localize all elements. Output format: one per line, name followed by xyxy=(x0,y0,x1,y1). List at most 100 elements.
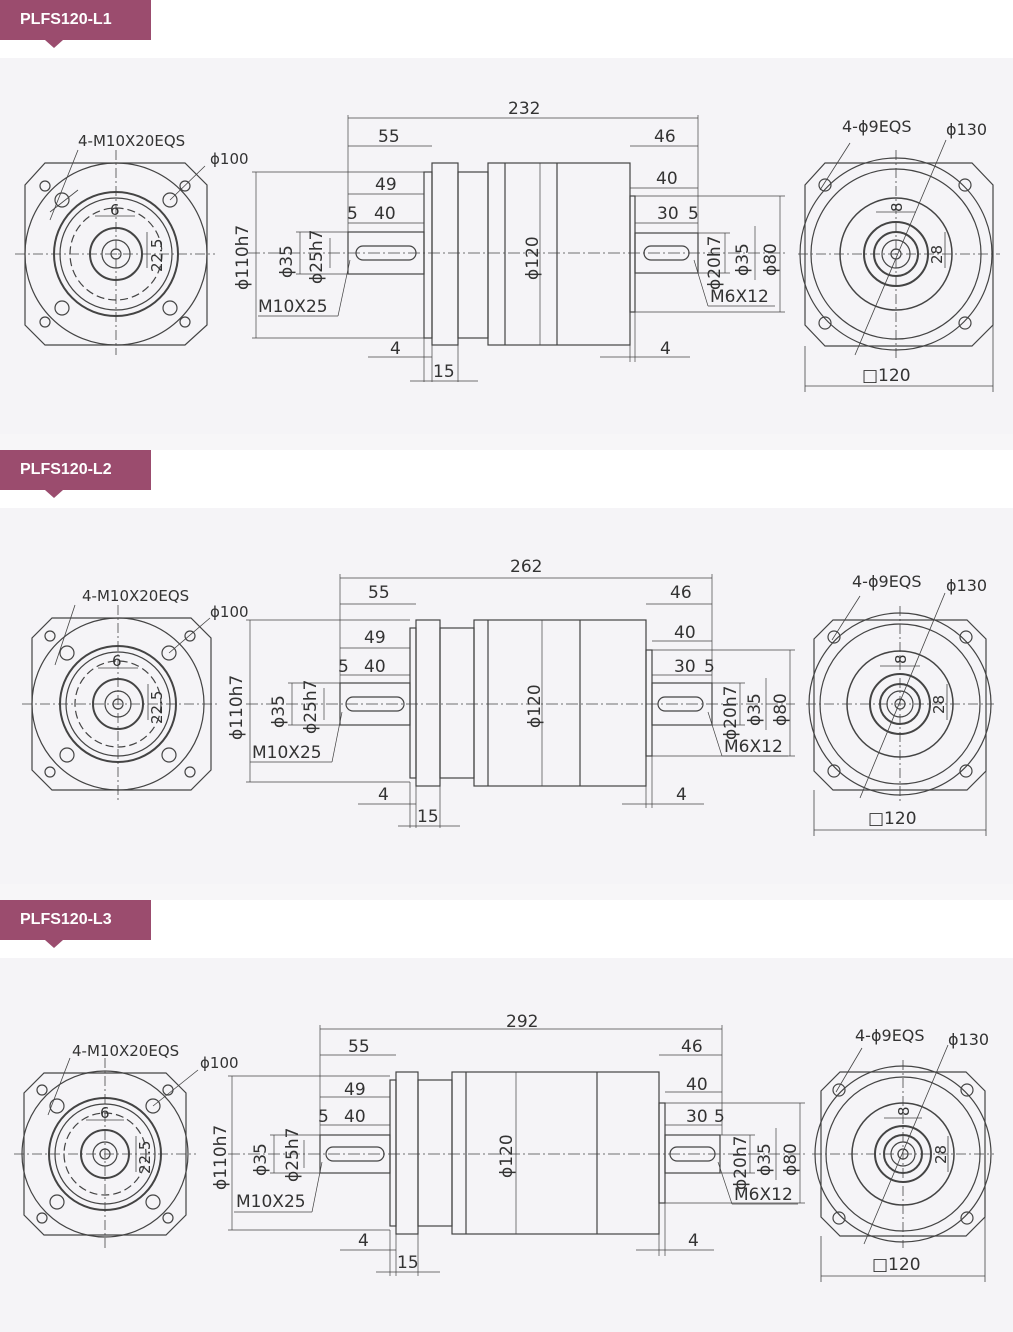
output-shaft-diameter: ϕ20h7 xyxy=(705,236,725,290)
flange-thickness: 15 xyxy=(417,807,439,827)
flange-thickness: 15 xyxy=(397,1253,419,1273)
output-shaft-diameter: ϕ20h7 xyxy=(721,686,741,740)
input-thread: M10X25 xyxy=(236,1192,306,1212)
bolt-label: 4-M10X20EQS xyxy=(82,587,189,605)
pcd-label: ϕ100 xyxy=(210,603,249,621)
side-view xyxy=(228,1025,805,1276)
input-thread: M10X25 xyxy=(252,743,322,763)
drawing-panel xyxy=(0,58,1013,434)
output-length: 46 xyxy=(670,583,692,603)
key-length-left: 40 xyxy=(374,204,396,224)
key-height-label: 22.5 xyxy=(148,239,166,272)
pilot-diameter: ϕ110h7 xyxy=(227,675,247,740)
dim-5-right: 5 xyxy=(714,1107,725,1127)
holes-label: 4-ϕ9EQS xyxy=(855,1026,925,1045)
dim-4-left: 4 xyxy=(390,339,401,359)
output-pilot-80: ϕ80 xyxy=(771,693,791,726)
model-tab: PLFS120-L1 xyxy=(0,0,151,48)
key-width-label: 6 xyxy=(110,201,120,219)
key-width-label: 8 xyxy=(892,654,910,664)
body-diameter: ϕ120 xyxy=(525,684,545,728)
output-pilot-80: ϕ80 xyxy=(761,243,781,276)
dim-49: 49 xyxy=(344,1080,366,1100)
overall-length: 292 xyxy=(506,1012,538,1032)
pcd-label: ϕ130 xyxy=(946,576,987,595)
key-height-label: 28 xyxy=(928,245,946,264)
pilot-diameter: ϕ110h7 xyxy=(211,1125,231,1190)
key-width-label: 8 xyxy=(895,1106,913,1116)
drawing-svg: 4-M10X20EQS ϕ100 6 22.5 xyxy=(22,557,994,836)
dim-4-right: 4 xyxy=(676,785,687,805)
dim-4-right: 4 xyxy=(660,339,671,359)
side-view xyxy=(246,574,795,828)
input-shaft-length: 55 xyxy=(368,583,390,603)
key-height-label: 22.5 xyxy=(136,1141,154,1174)
input-bore: ϕ25h7 xyxy=(307,230,327,284)
bolt-label: 4-M10X20EQS xyxy=(72,1042,179,1060)
drawing-panel xyxy=(0,508,1013,884)
dim-4-left: 4 xyxy=(378,785,389,805)
dim-4-right: 4 xyxy=(688,1231,699,1251)
output-length: 46 xyxy=(654,127,676,147)
drawing-svg: 4-M10X20EQS ϕ100 6 22.5 xyxy=(15,99,1000,392)
key-length-left: 40 xyxy=(364,657,386,677)
output-shaft-diameter: ϕ20h7 xyxy=(731,1136,751,1190)
input-shaft-length: 55 xyxy=(378,127,400,147)
input-diameter-35: ϕ35 xyxy=(251,1143,271,1176)
input-bore: ϕ25h7 xyxy=(283,1128,303,1182)
output-thread: M6X12 xyxy=(734,1185,793,1205)
dim-49: 49 xyxy=(375,175,397,195)
label-strip xyxy=(0,900,1013,958)
output-diameter-35: ϕ35 xyxy=(745,693,765,726)
pcd-label: ϕ100 xyxy=(210,150,249,168)
key-width-label: 6 xyxy=(100,1104,110,1122)
key-height-label: 22.5 xyxy=(148,691,166,724)
key-length-right: 30 xyxy=(674,657,696,677)
label-strip xyxy=(0,0,1013,58)
label-strip xyxy=(0,450,1013,508)
pilot-diameter: ϕ110h7 xyxy=(233,225,253,290)
overall-length: 232 xyxy=(508,99,540,119)
input-flange-view xyxy=(15,149,215,355)
side-view xyxy=(248,115,785,382)
key-length-right: 30 xyxy=(657,204,679,224)
pcd-label: ϕ130 xyxy=(946,120,987,139)
pcd-label: ϕ130 xyxy=(948,1030,989,1049)
dim-49: 49 xyxy=(364,628,386,648)
dim-5-left: 5 xyxy=(347,204,358,224)
output-shaft-length: 40 xyxy=(686,1075,708,1095)
dim-5-left: 5 xyxy=(338,657,349,677)
drawing-panel xyxy=(0,958,1013,1332)
model-tab: PLFS120-L3 xyxy=(0,900,151,948)
input-flange-view xyxy=(14,1057,199,1248)
holes-label: 4-ϕ9EQS xyxy=(842,117,912,136)
drawing-svg: 4-M10X20EQS ϕ100 6 22.5 xyxy=(14,1012,994,1282)
square-label: □120 xyxy=(868,809,917,829)
output-thread: M6X12 xyxy=(710,287,769,307)
holes-label: 4-ϕ9EQS xyxy=(852,572,922,591)
key-length-right: 30 xyxy=(686,1107,708,1127)
output-diameter-35: ϕ35 xyxy=(733,243,753,276)
model-tab: PLFS120-L2 xyxy=(0,450,151,498)
input-bore: ϕ25h7 xyxy=(301,680,321,734)
input-flange-view xyxy=(22,604,218,800)
input-diameter-35: ϕ35 xyxy=(269,695,289,728)
dim-5-left: 5 xyxy=(318,1107,329,1127)
output-pilot-80: ϕ80 xyxy=(781,1143,801,1176)
square-label: □120 xyxy=(872,1255,921,1275)
bolt-label: 4-M10X20EQS xyxy=(78,132,185,150)
flange-thickness: 15 xyxy=(433,362,455,382)
dim-5-right: 5 xyxy=(704,657,715,677)
output-shaft-length: 40 xyxy=(674,623,696,643)
square-label: □120 xyxy=(862,366,911,386)
key-width-label: 6 xyxy=(112,652,122,670)
key-width-label: 8 xyxy=(888,202,906,212)
body-diameter: ϕ120 xyxy=(497,1134,517,1178)
output-length: 46 xyxy=(681,1037,703,1057)
input-thread: M10X25 xyxy=(258,297,328,317)
output-diameter-35: ϕ35 xyxy=(755,1143,775,1176)
output-flange-view xyxy=(798,139,1000,392)
output-flange-view xyxy=(812,1044,994,1282)
key-height-label: 28 xyxy=(930,695,948,714)
